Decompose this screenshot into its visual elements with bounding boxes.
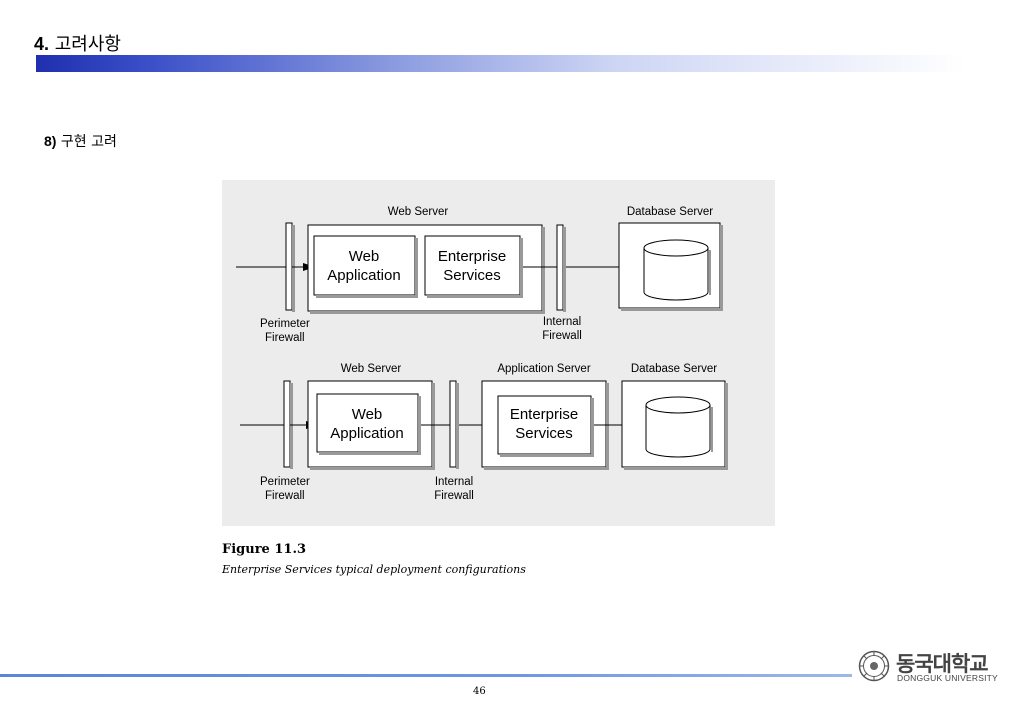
config2-database-cylinder-icon [645, 396, 713, 458]
config-2: Web Server Application Server Database S… [240, 363, 728, 502]
section-title: 고려사항 [54, 34, 121, 55]
config1-ent-line1: Enterprise [438, 248, 506, 265]
config1-web-application-box [313, 235, 416, 296]
university-logo: 동국대학교 DONGGUK UNIVERSITY [858, 648, 1018, 688]
page-number: 46 [473, 686, 486, 697]
figure-title: Figure 11.3 [222, 542, 307, 557]
config1-enterprise-services-box [424, 235, 521, 296]
config2-webapp-line1: Web [352, 406, 383, 423]
config2-web-application-box [316, 393, 419, 453]
config1-database-server-label: Database Server [627, 206, 713, 218]
config2-database-server-label: Database Server [631, 363, 717, 375]
config1-perimeter-label-line2: Firewall [265, 332, 305, 344]
config2-perimeter-firewall [283, 380, 291, 468]
config1-web-server-label: Web Server [388, 206, 449, 218]
config2-application-server-label: Application Server [497, 363, 590, 375]
config2-perimeter-label-line2: Firewall [265, 490, 305, 502]
config1-perimeter-label-line1: Perimeter [260, 318, 310, 330]
config1-database-cylinder-icon [643, 239, 711, 301]
university-seal-icon [858, 650, 890, 682]
config1-internal-firewall [556, 224, 564, 311]
subsection-number: 8) [44, 133, 57, 149]
logo-korean-text: 동국대학교 [896, 652, 989, 676]
config1-webapp-line2: Application [327, 267, 400, 284]
config2-ent-line2: Services [515, 425, 573, 442]
config2-perimeter-label-line1: Perimeter [260, 476, 310, 488]
config1-perimeter-firewall [285, 222, 293, 311]
config2-enterprise-services-box [497, 395, 592, 455]
config1-internal-label-line1: Internal [543, 316, 581, 328]
config2-internal-label-line2: Firewall [434, 490, 474, 502]
config1-ent-line2: Services [443, 267, 501, 284]
figure-caption: Enterprise Services typical deployment c… [222, 563, 526, 576]
config2-internal-label-line1: Internal [435, 476, 473, 488]
section-number: 4. [34, 34, 50, 54]
footer-divider [0, 674, 852, 677]
slide-title: 4. 고려사항 [34, 30, 121, 56]
config2-webapp-line2: Application [330, 425, 403, 442]
config2-internal-firewall [449, 380, 457, 468]
title-gradient-bar [36, 55, 966, 72]
config-1: Web Server Database Server Web Applicati… [236, 206, 723, 344]
subsection-heading: 8) 구현 고려 [44, 131, 117, 151]
config2-web-server-label: Web Server [341, 363, 402, 375]
config1-internal-label-line2: Firewall [542, 330, 582, 342]
config1-webapp-line1: Web [349, 248, 380, 265]
subsection-title: 구현 고려 [60, 134, 117, 150]
logo-english-text: DONGGUK UNIVERSITY [897, 673, 998, 683]
config2-ent-line1: Enterprise [510, 406, 578, 423]
deployment-diagram: Web Server Database Server Web Applicati… [222, 180, 775, 526]
deployment-diagram-svg: Web Server Database Server Web Applicati… [236, 206, 728, 502]
